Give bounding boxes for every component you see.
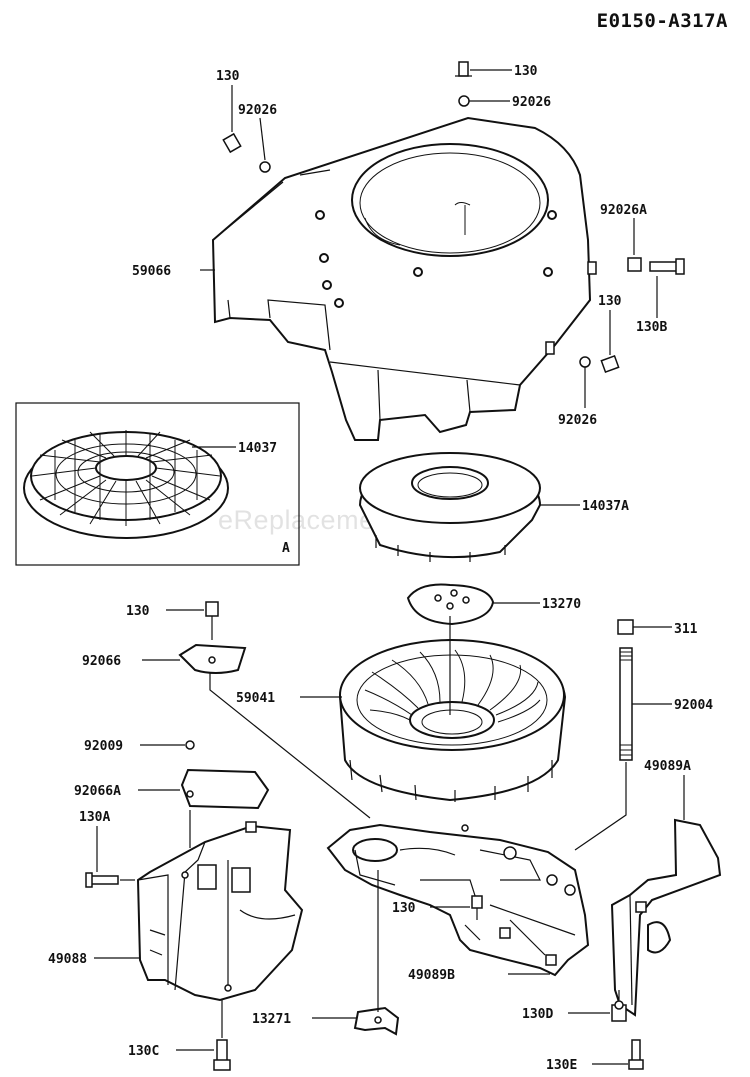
baffle-49089A <box>610 775 722 1017</box>
inset-box-a <box>15 402 300 566</box>
bolt-130-low <box>471 895 483 920</box>
bolt-130C <box>213 1039 231 1071</box>
plate-92066 <box>178 643 247 674</box>
bolt-130-top <box>455 61 472 77</box>
callout-59041: 59041 <box>236 691 275 706</box>
bracket-13271 <box>353 1006 400 1036</box>
callout-311: 311 <box>674 622 698 637</box>
washer-92026-top <box>458 95 470 107</box>
collar-92026A <box>627 257 642 272</box>
bolt-130-right <box>600 355 620 373</box>
callout-49089A: 49089A <box>644 759 691 774</box>
screw-92009 <box>185 740 195 750</box>
callout-130E: 130E <box>546 1058 577 1073</box>
shroud-49088 <box>136 821 304 1002</box>
callout-130-right: 130 <box>598 294 622 309</box>
washer-92026-left <box>259 161 271 173</box>
bolt-130-mid <box>205 601 219 640</box>
callout-92026A: 92026A <box>600 203 647 218</box>
bolt-130B <box>649 258 685 275</box>
plate-13270 <box>406 583 540 626</box>
callout-130C: 130C <box>128 1044 159 1059</box>
callout-130-left: 130 <box>216 69 240 84</box>
callout-92066: 92066 <box>82 654 121 669</box>
callout-130-mid: 130 <box>126 604 150 619</box>
nut-311 <box>617 619 634 635</box>
callout-130A: 130A <box>79 810 110 825</box>
flywheel-fan-59041 <box>300 616 567 802</box>
callout-130-low: 130 <box>392 901 416 916</box>
bolt-130-left <box>222 132 242 154</box>
inset-label-a: A <box>282 541 290 556</box>
callout-92066A: 92066A <box>74 784 121 799</box>
callout-92026-top: 92026 <box>512 95 551 110</box>
callout-130D: 130D <box>522 1007 553 1022</box>
callout-92026-left: 92026 <box>238 103 277 118</box>
callout-14037: 14037 <box>238 441 277 456</box>
plate-92066A <box>180 768 270 810</box>
callout-13271: 13271 <box>252 1012 291 1027</box>
callout-92009: 92009 <box>84 739 123 754</box>
stud-92004 <box>619 647 633 761</box>
blower-housing-59066 <box>211 116 597 441</box>
callout-49089B: 49089B <box>408 968 455 983</box>
callout-92026-right: 92026 <box>558 413 597 428</box>
callout-92004: 92004 <box>674 698 713 713</box>
callout-13270: 13270 <box>542 597 581 612</box>
washer-92026-right <box>579 356 591 368</box>
callout-130-top: 130 <box>514 64 538 79</box>
baffle-49089B <box>326 823 590 977</box>
diagram-code: E0150-A317A <box>596 10 728 32</box>
bolt-130A <box>85 872 119 888</box>
grille-screen-14037 <box>23 430 229 539</box>
callout-14037A: 14037A <box>582 499 629 514</box>
bolt-130E <box>628 1039 644 1070</box>
fan-cover-14037A <box>358 452 580 562</box>
bolt-130D <box>611 1000 627 1022</box>
callout-130B: 130B <box>636 320 667 335</box>
callout-49088: 49088 <box>48 952 87 967</box>
callout-59066: 59066 <box>132 264 171 279</box>
